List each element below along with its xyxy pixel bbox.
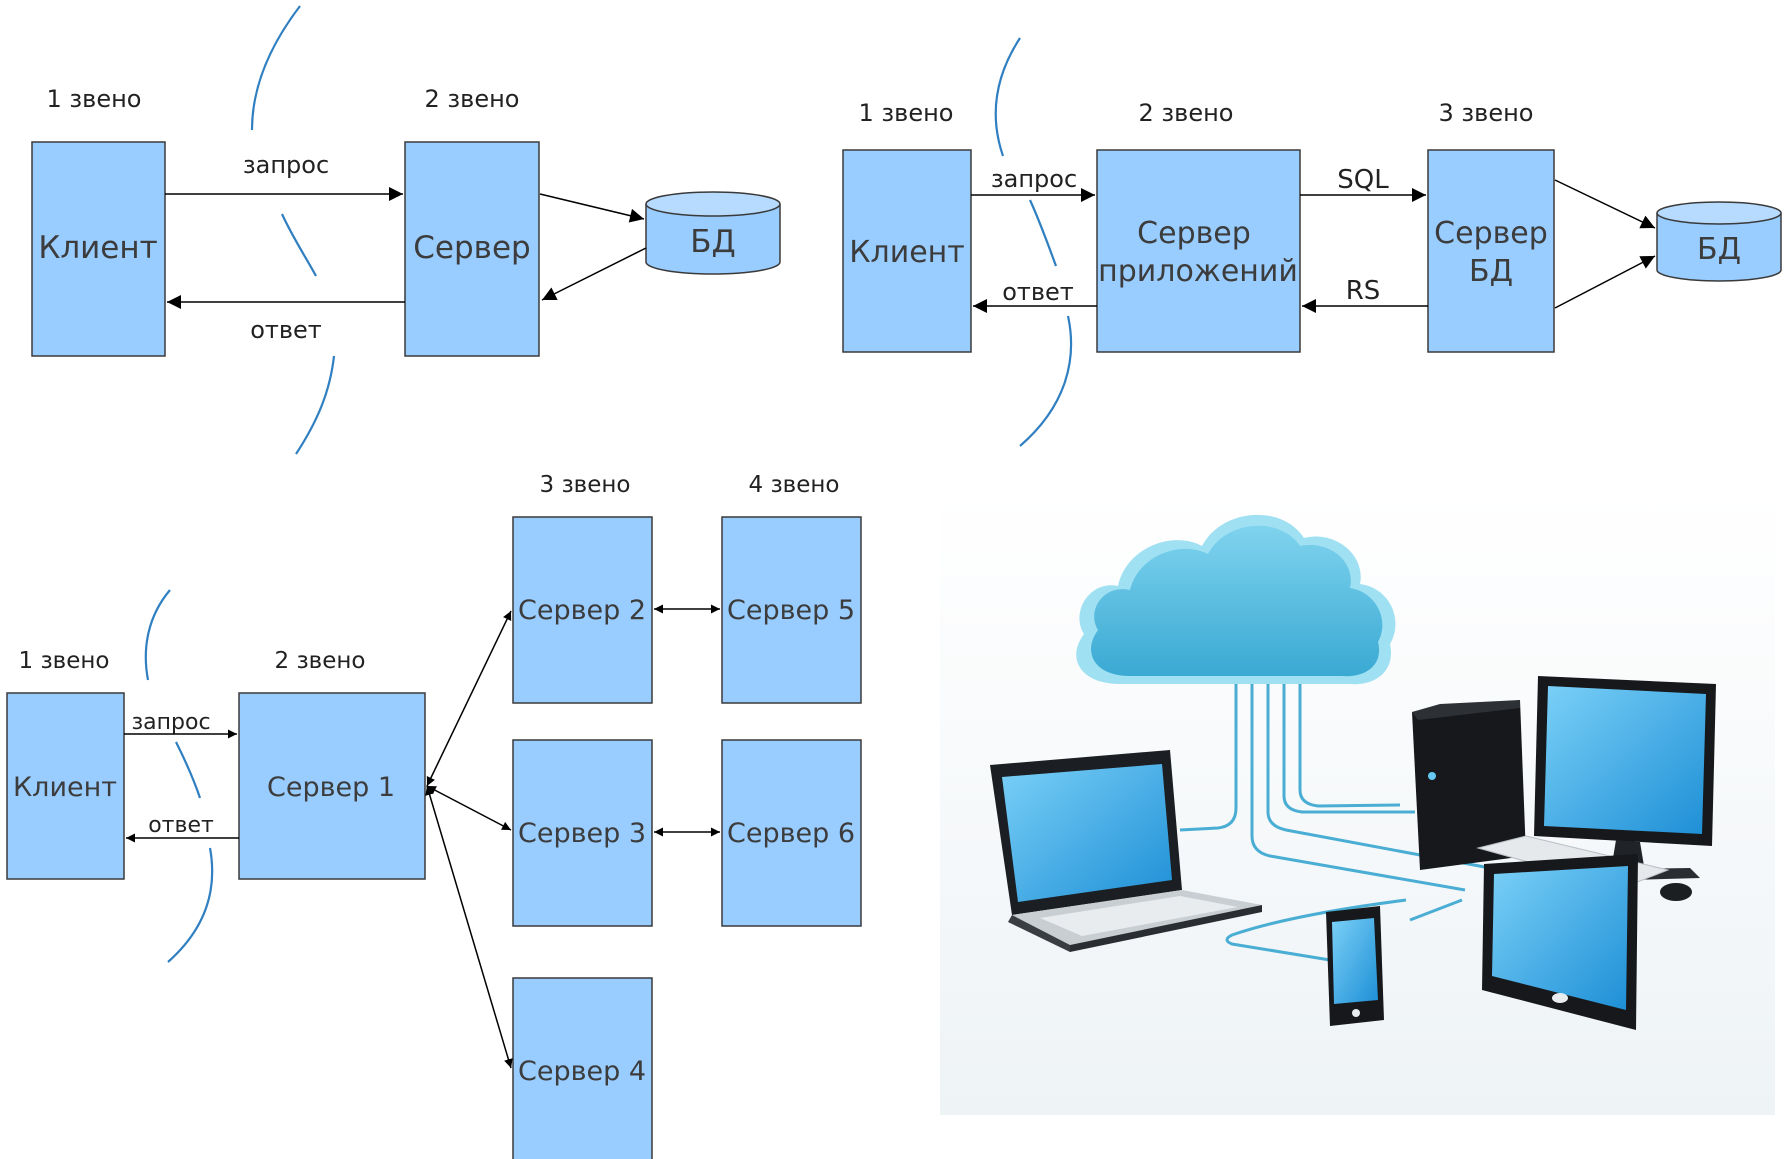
db-server-box bbox=[1427, 149, 1555, 353]
tier-boundary-bottom bbox=[1019, 315, 1073, 447]
request-label: запрос bbox=[131, 710, 210, 735]
database-icon bbox=[1656, 201, 1782, 282]
sql-label: SQL bbox=[1337, 165, 1389, 195]
dbserver-to-db-arrow bbox=[1554, 179, 1656, 229]
db-label: БД bbox=[690, 224, 736, 260]
network-cables bbox=[1179, 676, 1491, 962]
app-server-label-line2: приложений bbox=[1098, 254, 1298, 289]
client-box bbox=[6, 692, 125, 880]
request-label: запрос bbox=[243, 151, 329, 179]
rs-label: RS bbox=[1346, 276, 1381, 306]
mouse-icon bbox=[1660, 883, 1692, 901]
server6-label: Сервер 6 bbox=[727, 818, 855, 849]
client-label: Клиент bbox=[38, 230, 157, 266]
tier-3-label: 3 звено bbox=[540, 472, 631, 498]
response-label: ответ bbox=[1002, 278, 1074, 306]
tier-1-label: 1 звено bbox=[19, 648, 110, 674]
app-server-label-line1: Сервер bbox=[1137, 216, 1251, 251]
desktop-tower-icon bbox=[1412, 700, 1526, 870]
server1-server4-arrow bbox=[425, 785, 513, 1069]
tier-boundary-middle bbox=[1028, 199, 1058, 267]
server6-box bbox=[721, 739, 862, 927]
tier-2-label: 2 звено bbox=[425, 85, 520, 113]
server2-label: Сервер 2 bbox=[518, 595, 646, 626]
client-label: Клиент bbox=[849, 235, 965, 270]
request-label: запрос bbox=[991, 165, 1077, 193]
db-to-dbserver-arrow bbox=[1554, 255, 1656, 309]
tier-boundary-top bbox=[144, 589, 171, 681]
server3-box bbox=[512, 739, 653, 927]
server1-server3-arrow bbox=[426, 785, 512, 831]
server1-box bbox=[238, 692, 426, 880]
tier-boundary-bottom bbox=[295, 355, 336, 455]
server5-box bbox=[721, 516, 862, 704]
multi-tier-diagram: 1 звено 2 звено 3 звено 4 звено Клиент С… bbox=[6, 472, 862, 1159]
tier-2-label: 2 звено bbox=[275, 648, 366, 674]
server1-server2-arrow bbox=[426, 610, 512, 787]
client-box bbox=[31, 141, 166, 357]
three-tier-diagram: 1 звено 2 звено 3 звено Клиент Сервер пр… bbox=[842, 37, 1782, 447]
db-server-label-line1: Сервер bbox=[1434, 216, 1548, 251]
smartphone-icon bbox=[1326, 906, 1384, 1026]
tier-boundary-middle bbox=[175, 741, 202, 799]
app-server-box bbox=[1096, 149, 1301, 353]
database-icon bbox=[645, 191, 781, 275]
tier-4-label: 4 звено bbox=[749, 472, 840, 498]
client-label: Клиент bbox=[13, 772, 117, 803]
server-label: Сервер bbox=[413, 230, 530, 266]
tier-boundary-top bbox=[250, 5, 301, 131]
laptop-icon bbox=[990, 750, 1262, 952]
tablet-icon bbox=[1482, 854, 1638, 1030]
server2-box bbox=[512, 516, 653, 704]
db-to-server-arrow bbox=[541, 247, 647, 301]
tier-boundary-bottom bbox=[167, 847, 214, 963]
response-label: ответ bbox=[250, 316, 322, 344]
server-box bbox=[404, 141, 540, 357]
server4-box bbox=[512, 977, 653, 1159]
db-server-label-line2: БД bbox=[1469, 254, 1513, 289]
db-label: БД bbox=[1697, 232, 1741, 267]
server1-label: Сервер 1 bbox=[267, 772, 395, 803]
tier-boundary-top bbox=[994, 37, 1021, 157]
server4-label: Сервер 4 bbox=[518, 1056, 646, 1087]
tier-1-label: 1 звено bbox=[47, 85, 142, 113]
server3-label: Сервер 3 bbox=[518, 818, 646, 849]
cloud-icon bbox=[1076, 514, 1396, 685]
tier-2-label: 2 звено bbox=[1139, 99, 1234, 127]
tier-1-label: 1 звено bbox=[859, 99, 954, 127]
server5-label: Сервер 5 bbox=[727, 595, 855, 626]
response-label: ответ bbox=[148, 813, 214, 838]
tier-3-label: 3 звено bbox=[1439, 99, 1534, 127]
client-box bbox=[842, 149, 972, 353]
tier-boundary-middle bbox=[280, 213, 317, 277]
cloud-computing-illustration bbox=[940, 490, 1775, 1115]
two-tier-diagram: 1 звено 2 звено Клиент Сервер БД запрос … bbox=[31, 5, 781, 455]
server-to-db-arrow bbox=[539, 193, 645, 223]
